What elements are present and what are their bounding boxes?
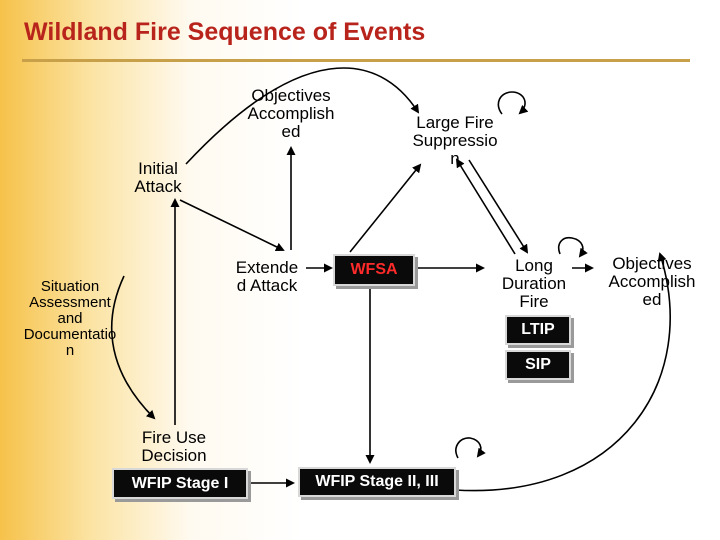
- box-ltip: LTIP: [505, 315, 571, 345]
- curve-initial-to-large-fire: [185, 67, 420, 165]
- box-sip: SIP: [505, 350, 571, 380]
- box-wfsa: WFSA: [333, 254, 415, 286]
- node-objectives-accomplished-top: Objectives Accomplish ed: [247, 86, 335, 141]
- loop-long-duration: [557, 236, 588, 258]
- loop-wfip23: [455, 437, 486, 459]
- node-situation-assessment: Situation Assessment and Documentatio n: [23, 278, 117, 359]
- arrow-initial-to-extended: [179, 199, 285, 251]
- box-wfip-stage-2-3: WFIP Stage II, III: [298, 467, 456, 497]
- box-wfip-stage-1: WFIP Stage I: [112, 468, 248, 499]
- arrow-long-to-large: [455, 158, 516, 255]
- node-initial-attack: Initial Attack: [134, 159, 182, 196]
- title-underline: [22, 59, 690, 62]
- curve-wfip23-to-objectives: [454, 252, 671, 492]
- curve-situation-to-fire-use: [110, 275, 156, 420]
- arrow-wfsa-to-large-fire: [349, 163, 422, 253]
- node-long-duration-fire: Long Duration Fire: [501, 256, 567, 311]
- loop-large-fire: [497, 91, 529, 115]
- node-large-fire-suppression: Large Fire Suppressio n: [412, 113, 498, 168]
- node-objectives-accomplished-right: Objectives Accomplish ed: [608, 254, 696, 309]
- arrow-large-to-long: [468, 159, 529, 254]
- node-extended-attack: Extende d Attack: [235, 258, 299, 295]
- node-fire-use-decision: Fire Use Decision: [141, 428, 207, 465]
- page-title: Wildland Fire Sequence of Events: [24, 18, 426, 46]
